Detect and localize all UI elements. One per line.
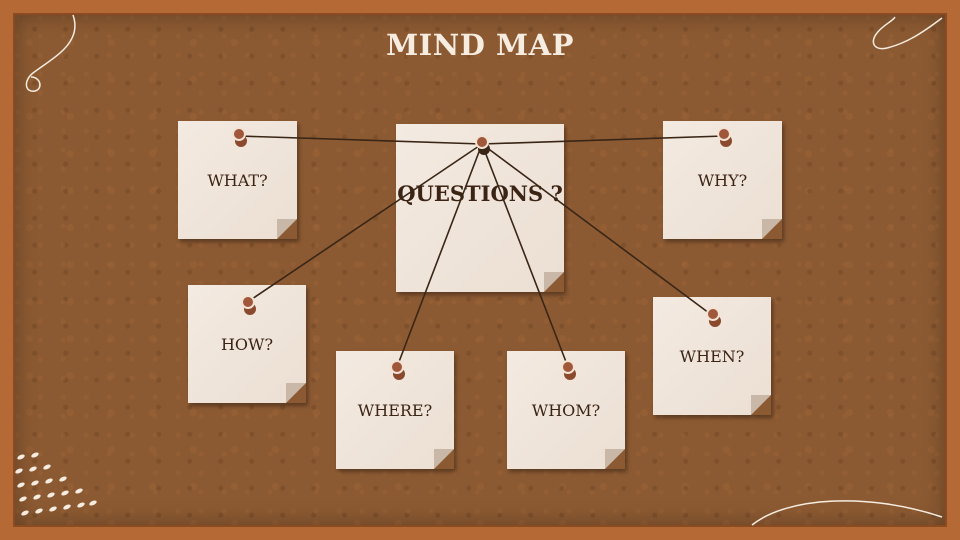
pin-when-icon	[706, 307, 721, 327]
pin-center-icon	[475, 135, 490, 155]
note-whom-label: WHOM?	[531, 400, 601, 420]
bottom-left-dots-decoration	[15, 452, 97, 516]
note-how-label: HOW?	[220, 334, 274, 354]
note-why-label: WHY?	[697, 170, 748, 190]
string-what	[238, 135, 483, 145]
note-when-label: WHEN?	[679, 346, 745, 366]
note-where: WHERE?	[336, 351, 454, 469]
string-when	[481, 143, 714, 317]
page-curl	[751, 395, 771, 415]
pin-how-icon	[241, 295, 256, 315]
pin-why-icon	[717, 127, 732, 147]
center-note-label: QUESTIONS ?	[397, 180, 563, 206]
string-where	[396, 143, 483, 368]
page-curl	[544, 272, 564, 292]
top-right-swirl-decoration	[872, 16, 943, 50]
string-whom	[481, 143, 569, 368]
string-why	[481, 135, 725, 145]
page-curl	[605, 449, 625, 469]
note-what-label: WHAT?	[207, 170, 268, 190]
center-note-questions: QUESTIONS ?	[396, 124, 564, 292]
bottom-right-curve-decoration	[751, 500, 943, 526]
page-curl	[286, 383, 306, 403]
page-curl	[277, 219, 297, 239]
pin-where-icon	[390, 360, 405, 380]
slide-title: MIND MAP	[386, 28, 574, 62]
pin-what-icon	[232, 127, 247, 147]
top-left-swirl-decoration	[25, 14, 76, 92]
string-how	[248, 143, 483, 302]
pin-whom-icon	[561, 360, 576, 380]
note-where-label: WHERE?	[357, 400, 433, 420]
connector-strings	[232, 127, 732, 380]
page-curl	[434, 449, 454, 469]
page-curl	[762, 219, 782, 239]
